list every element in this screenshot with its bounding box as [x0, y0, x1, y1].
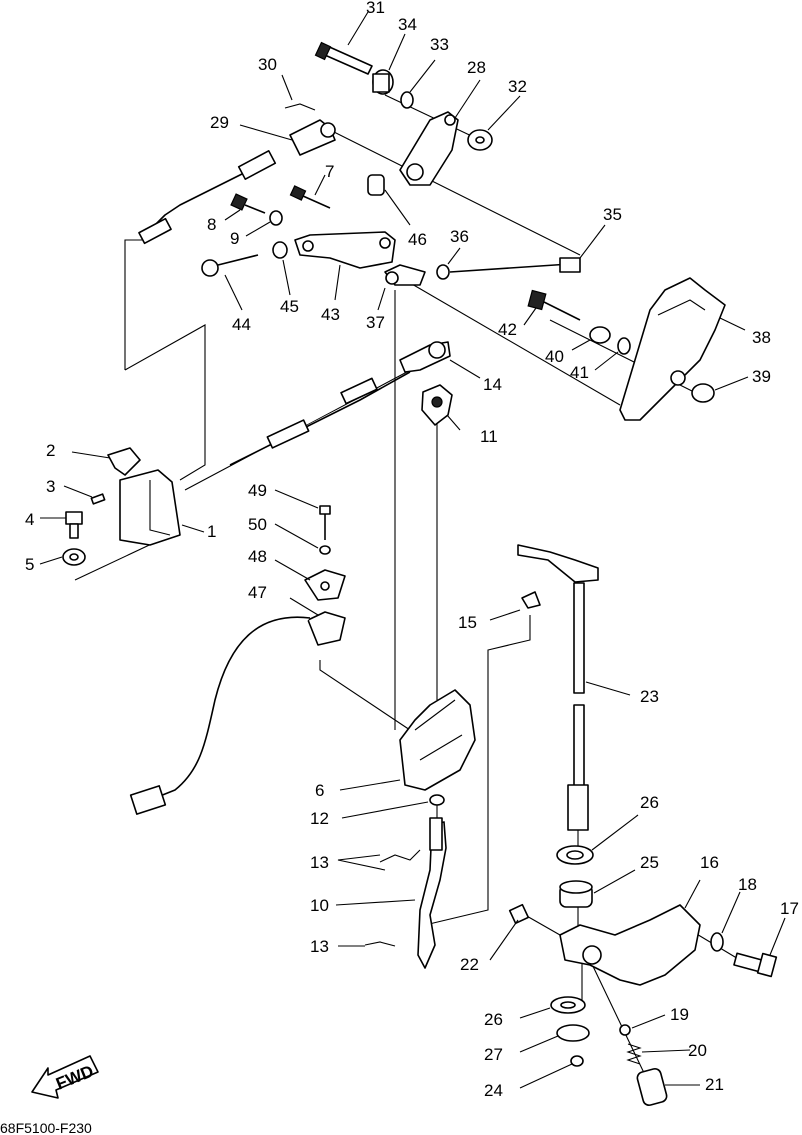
- callout-11: 11: [480, 427, 498, 446]
- callout-4: 4: [25, 510, 34, 529]
- callout-42: 42: [498, 320, 517, 339]
- callout-39: 39: [752, 367, 771, 386]
- callout-23: 23: [640, 687, 659, 706]
- callout-22: 22: [460, 955, 479, 974]
- callout-41: 41: [570, 363, 589, 382]
- callout-46: 46: [408, 230, 427, 249]
- callout-32: 32: [508, 77, 527, 96]
- callout-10: 10: [310, 896, 329, 915]
- callout-16: 16: [700, 853, 719, 872]
- part-shapes: [31, 41, 778, 1106]
- callout-8: 8: [207, 215, 216, 234]
- callout-27: 27: [484, 1045, 503, 1064]
- callout-21: 21: [705, 1075, 724, 1094]
- callout-37: 37: [366, 313, 385, 332]
- callout-25: 25: [640, 853, 659, 872]
- callout-45: 45: [280, 297, 299, 316]
- callout-40: 40: [545, 347, 564, 366]
- callout-6: 6: [315, 781, 324, 800]
- callout-7: 7: [325, 162, 334, 181]
- callout-49: 49: [248, 481, 267, 500]
- leader-lines: [39, 11, 786, 1089]
- callout-13-a: 13: [310, 853, 329, 872]
- callout-5: 5: [25, 555, 34, 574]
- fwd-label: FWD: [53, 1061, 96, 1093]
- callout-labels: 1 2 3 4 5 6 7 8 9 10 11 12 13 13 14 15 1…: [25, 0, 799, 1100]
- callout-2: 2: [46, 441, 55, 460]
- callout-38: 38: [752, 328, 771, 347]
- callout-1: 1: [207, 522, 216, 541]
- callout-35: 35: [603, 205, 622, 224]
- callout-20: 20: [688, 1041, 707, 1060]
- callout-43: 43: [321, 305, 340, 324]
- callout-19: 19: [670, 1005, 689, 1024]
- callout-47: 47: [248, 583, 267, 602]
- diagram-code: 68F5100-F230: [0, 1120, 92, 1135]
- callout-12: 12: [310, 809, 329, 828]
- callout-31: 31: [366, 0, 385, 17]
- callout-28: 28: [467, 58, 486, 77]
- callout-36: 36: [450, 227, 469, 246]
- callout-26-b: 26: [484, 1010, 503, 1029]
- callout-24: 24: [484, 1081, 503, 1100]
- callout-15: 15: [458, 613, 477, 632]
- callout-50: 50: [248, 515, 267, 534]
- callout-30: 30: [258, 55, 277, 74]
- callout-33: 33: [430, 35, 449, 54]
- callout-18: 18: [738, 875, 757, 894]
- callout-29: 29: [210, 113, 229, 132]
- callout-13-b: 13: [310, 937, 329, 956]
- callout-44: 44: [232, 315, 251, 334]
- callout-48: 48: [248, 547, 267, 566]
- callout-26-a: 26: [640, 793, 659, 812]
- callout-9: 9: [230, 229, 239, 248]
- callout-3: 3: [46, 477, 55, 496]
- callout-17: 17: [780, 899, 799, 918]
- callout-14: 14: [483, 375, 502, 394]
- callout-34: 34: [398, 15, 417, 34]
